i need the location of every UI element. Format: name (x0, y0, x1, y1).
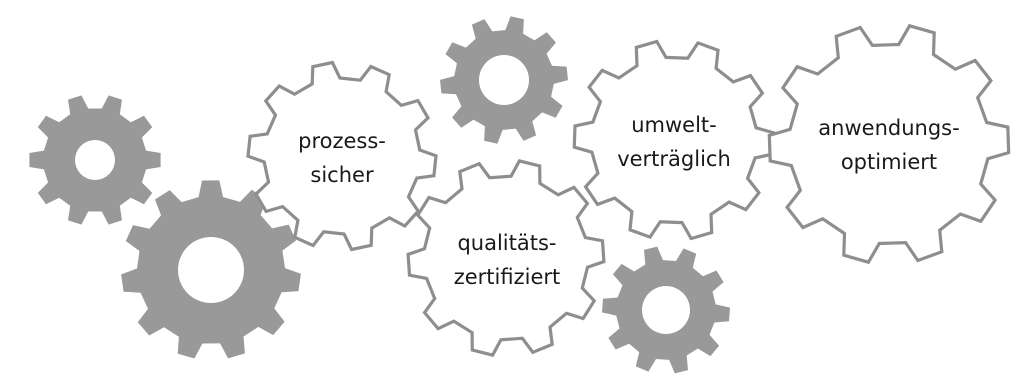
gear-label-prozesssicher-line1: prozess- (298, 129, 386, 153)
gear-label-prozesssicher: prozess- sicher (298, 129, 386, 187)
gear-label-anwendungsoptimiert-line2: optimiert (841, 150, 937, 174)
gear-label-qualitaetszertifiziert-line1: qualitäts- (457, 231, 556, 255)
gear-label-umweltvertraeglich-line1: umwelt- (631, 113, 717, 137)
gear-umweltvertraeglich: umwelt- verträglich (572, 39, 776, 241)
gear-label-anwendungsoptimiert: anwendungs- optimiert (818, 116, 959, 174)
gear-label-umweltvertraeglich-line2: verträglich (617, 147, 731, 171)
gear-icon-outline-prozesssicher (246, 60, 438, 252)
gear-label-anwendungsoptimiert-line1: anwendungs- (818, 116, 959, 140)
gear-icon-outline-qualitaetszertifiziert (406, 159, 606, 357)
gear-label-umweltvertraeglich: umwelt- verträglich (617, 113, 731, 171)
gear-icon-solid-bottom-center (602, 246, 730, 374)
gear-anwendungsoptimiert: anwendungs- optimiert (767, 23, 1011, 265)
gear-icon-solid-large-left (121, 180, 301, 359)
gear-icon-solid-small-left (29, 95, 161, 225)
gear-icon-outline-anwendungsoptimiert (767, 23, 1011, 265)
gear-icon-outline-umweltvertraeglich (572, 39, 776, 241)
gear-qualitaetszertifiziert: qualitäts- zertifiziert (406, 159, 606, 357)
gear-label-qualitaetszertifiziert: qualitäts- zertifiziert (454, 231, 561, 289)
gear-label-qualitaetszertifiziert-line2: zertifiziert (454, 265, 561, 289)
gear-prozesssicher: prozess- sicher (246, 60, 438, 252)
gear-label-prozesssicher-line2: sicher (310, 163, 374, 187)
gear-icon-solid-top-center (440, 16, 568, 144)
